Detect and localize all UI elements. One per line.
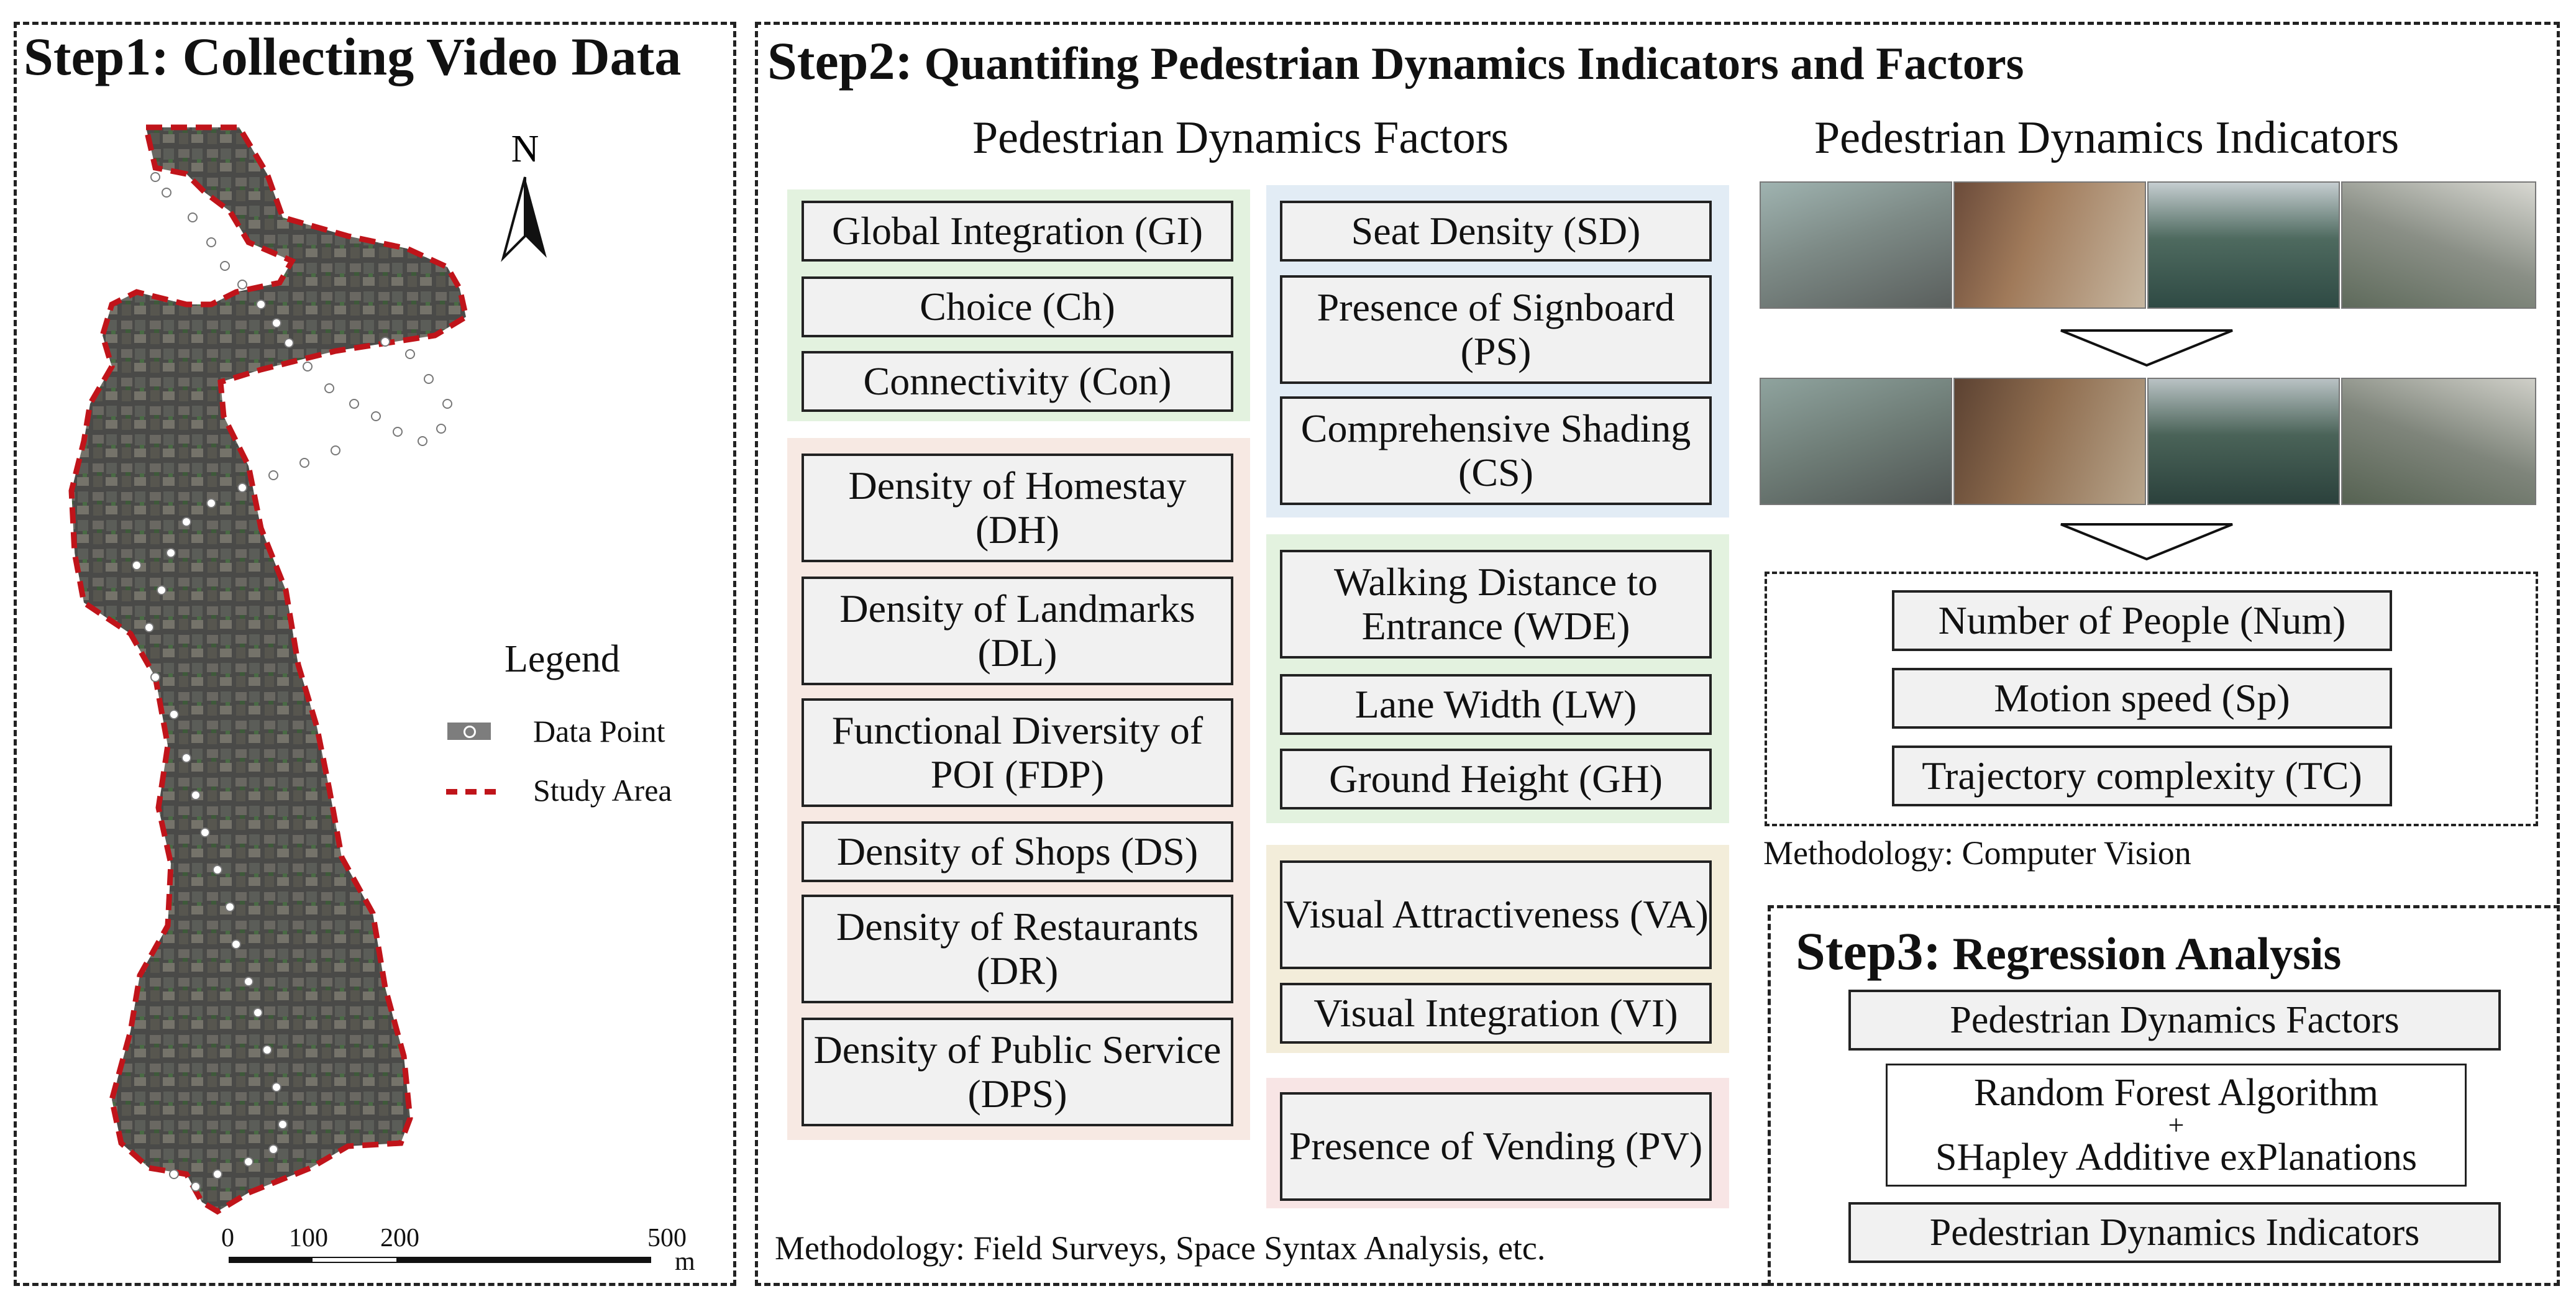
scale-unit: m [675, 1247, 695, 1276]
step2-title-bold: Step2: [767, 31, 913, 91]
factor-fdp: Functional Diversity of POI (FDP) [802, 698, 1233, 807]
down-arrow-icon [2060, 329, 2233, 367]
factor-cs: Comprehensive Shading (CS) [1280, 396, 1712, 505]
step2-panel [755, 22, 2560, 1286]
factor-sd: Seat Density (SD) [1280, 201, 1712, 262]
factor-vi: Visual Integration (VI) [1280, 983, 1712, 1044]
factor-lw: Lane Width (LW) [1280, 674, 1712, 735]
step1-title: Step1: Collecting Video Data [24, 27, 682, 86]
study-area-line-icon [446, 789, 496, 795]
factor-gh: Ground Height (GH) [1280, 749, 1712, 809]
factor-va: Visual Attractiveness (VA) [1280, 860, 1712, 969]
indicator-sp: Motion speed (Sp) [1892, 668, 2392, 729]
factor-dps: Density of Public Service (DPS) [802, 1018, 1233, 1126]
indicator-tc: Trajectory complexity (TC) [1892, 745, 2392, 806]
methodology-field: Methodology: Field Surveys, Space Syntax… [775, 1229, 1546, 1267]
step1-panel [14, 22, 736, 1286]
factor-dr: Density of Restaurants (DR) [802, 895, 1233, 1003]
detected-frame-3 [2147, 378, 2340, 505]
step2-title: Step2: Quantifing Pedestrian Dynamics In… [767, 34, 2024, 88]
factor-dl: Density of Landmarks (DL) [802, 577, 1233, 685]
factor-ch: Choice (Ch) [802, 276, 1233, 337]
down-arrow-icon-2 [2060, 523, 2233, 560]
factor-gi: Global Integration (GI) [802, 201, 1233, 262]
video-frames-original [1760, 181, 2536, 309]
factor-wde: Walking Distance to Entrance (WDE) [1280, 550, 1712, 659]
detected-frame-4 [2341, 378, 2536, 505]
scale-tick-200: 200 [380, 1224, 419, 1252]
step3-plus-label: + [2168, 1109, 2185, 1141]
factor-con: Connectivity (Con) [802, 351, 1233, 412]
legend-study-area: Study Area [533, 773, 672, 808]
detected-frame-2 [1953, 378, 2146, 505]
step3-title: Step3: Regression Analysis [1796, 924, 2341, 978]
factor-dh: Density of Homestay (DH) [802, 454, 1233, 562]
factors-title: Pedestrian Dynamics Factors [972, 112, 1509, 163]
scale-bar [229, 1257, 651, 1270]
scale-tick-500: 500 [647, 1224, 687, 1252]
indicator-num: Number of People (Num) [1892, 590, 2392, 651]
step2-title-rest: Quantifing Pedestrian Dynamics Indicator… [924, 39, 2024, 89]
step3-title-bold: Step3: [1796, 921, 1942, 981]
video-frames-detected [1760, 378, 2536, 505]
step3-shap-label: SHapley Additive exPlanations [1935, 1136, 2417, 1179]
methodology-cv: Methodology: Computer Vision [1763, 834, 2191, 872]
factor-pv: Presence of Vending (PV) [1280, 1092, 1712, 1201]
scale-tick-0: 0 [221, 1224, 234, 1252]
factor-ds: Density of Shops (DS) [802, 821, 1233, 882]
data-point-icon [447, 723, 491, 740]
north-label: N [511, 128, 539, 170]
legend-title: Legend [505, 638, 620, 680]
north-arrow-icon: N [501, 128, 547, 262]
step3-indicators: Pedestrian Dynamics Indicators [1848, 1202, 2501, 1263]
detected-frame-1 [1760, 378, 1952, 505]
step3-factors: Pedestrian Dynamics Factors [1848, 990, 2501, 1051]
indicators-title: Pedestrian Dynamics Indicators [1814, 112, 2400, 163]
indicators-panel [1765, 572, 2538, 826]
step3-rf-label: Random Forest Algorithm [1974, 1072, 2378, 1115]
video-frame-1 [1760, 181, 1952, 309]
legend-data-point: Data Point [533, 714, 665, 749]
step3-title-rest: Regression Analysis [1952, 929, 2342, 980]
video-frame-4 [2341, 181, 2536, 309]
step3-model: Random Forest Algorithm + SHapley Additi… [1886, 1064, 2467, 1187]
study-area-map [68, 124, 470, 1215]
video-frame-2 [1953, 181, 2146, 309]
factor-ps: Presence of Signboard (PS) [1280, 275, 1712, 384]
scale-tick-100: 100 [289, 1224, 328, 1252]
video-frame-3 [2147, 181, 2340, 309]
